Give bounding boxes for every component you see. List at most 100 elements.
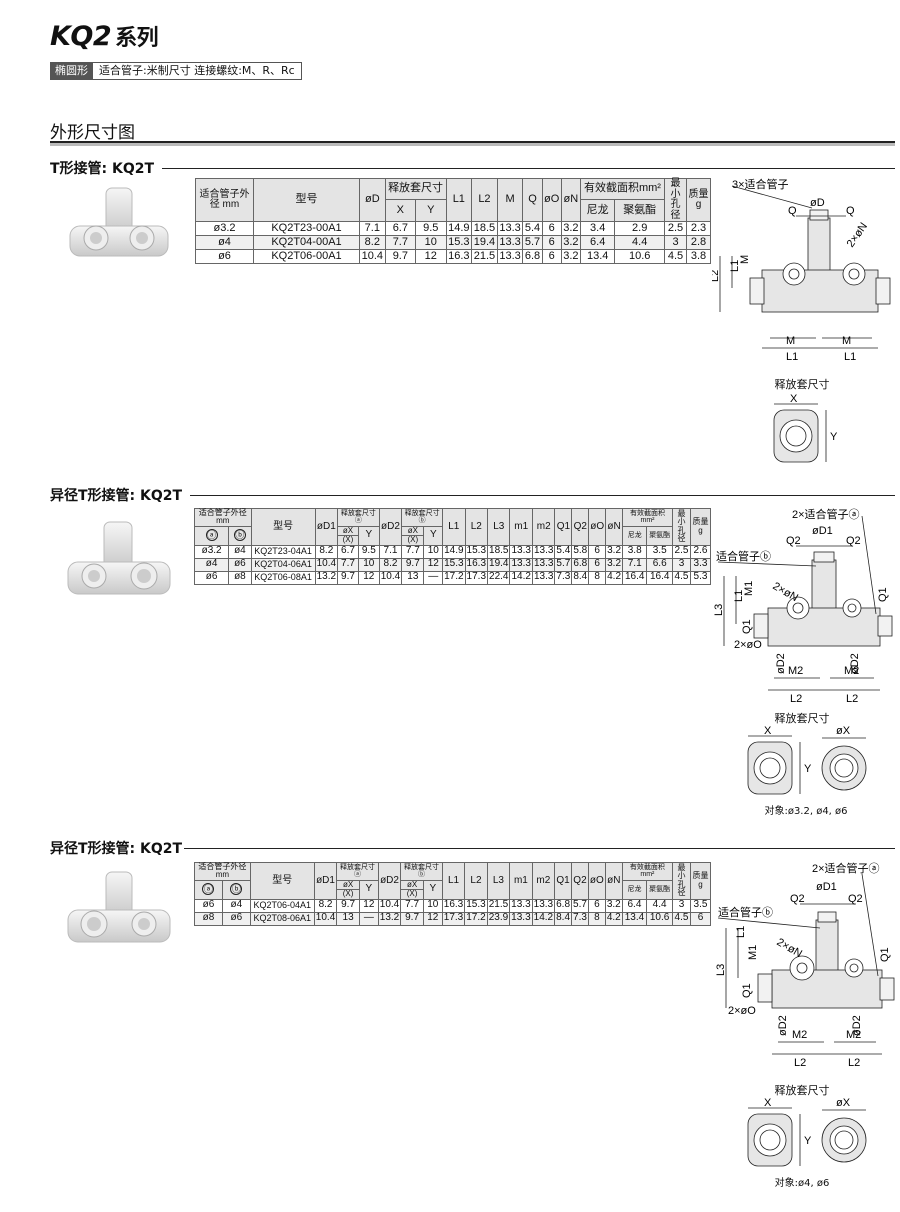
dwg1-n-label: 2×øN [845, 221, 870, 250]
sec2-release-drawing: X Y øX [747, 726, 867, 795]
dwg2-m1: M1 [743, 581, 755, 596]
dwg3-d2-right: øD2 [851, 1015, 863, 1036]
th3-q1: Q1 [554, 862, 573, 900]
cell-xa: 9.7 [336, 898, 360, 913]
th3-d2: øD2 [377, 862, 402, 900]
dwg2-tube-a: 2×适合管子ⓐ [792, 507, 860, 521]
th3-rel-b: 释放套尺寸ⓑ [400, 862, 443, 881]
cell-a: ø8 [194, 911, 223, 926]
cell-xa: 13 [336, 911, 360, 926]
dwg1-l2-label: L2 [712, 270, 721, 282]
th-x: X [384, 199, 417, 222]
cell-pu: 16.4 [646, 570, 673, 585]
cell-tube: ø6 [195, 249, 254, 264]
th3-d1: øD1 [313, 862, 338, 900]
cell-xb: 9.7 [400, 911, 424, 926]
dwg2-q1: Q1 [877, 587, 889, 602]
cell-bore: 4.5 [672, 570, 691, 585]
sec2-release-caption: 释放套尺寸 [774, 712, 830, 725]
th3-xa-paren: (X) [336, 889, 360, 900]
cell-m1: 13.3 [509, 557, 533, 572]
cell-bore: 3 [664, 235, 687, 250]
cell-pu: 4.4 [646, 898, 673, 913]
sec1-spec-table: 适合管子外径 mm 型号 øD 释放套尺寸 L1 L2 M Q øO øN 有效… [195, 178, 711, 264]
dwg2-o: 2×øO [734, 639, 762, 651]
cell-xb: 7.7 [400, 898, 424, 913]
cell-q1: 5.7 [554, 557, 573, 572]
cell-l2: 16.3 [464, 557, 489, 572]
sec3-heading: 异径T形接管: KQ2T [50, 838, 895, 858]
cell-d: 7.1 [359, 221, 386, 236]
dwg2-q2-right: Q2 [846, 535, 861, 547]
th-tube: 适合管子外径 mm [195, 178, 254, 222]
cell-o: 8 [587, 911, 606, 926]
cell-ya: 12 [357, 570, 380, 585]
cell-bore: 2.5 [672, 544, 691, 559]
cell-nylon: 3.8 [622, 544, 648, 559]
sec1-release-drawing: X Y [773, 394, 838, 463]
cell-pu: 3.5 [646, 544, 673, 559]
cell-bore: 3 [672, 557, 691, 572]
th-mass: 质量 g [686, 178, 711, 222]
cell-yb: 12 [423, 557, 444, 572]
cell-q: 5.4 [522, 221, 543, 236]
dwg3-q2-left: Q2 [790, 893, 805, 905]
cell-m2: 13.3 [531, 898, 556, 913]
sec2-heading: 异径T形接管: KQ2T [50, 485, 895, 505]
dwg2-d1: øD1 [812, 525, 833, 537]
cell-d1: 10.4 [314, 557, 339, 572]
dwg1-m-bottom-right: M [842, 335, 851, 347]
th-release: 释放套尺寸 [384, 178, 447, 200]
circle-b-icon: ⓑ [233, 529, 246, 542]
dwg3-q2-right: Q2 [848, 893, 863, 905]
heading-rule [190, 494, 895, 496]
cell-nylon: 6.4 [579, 235, 616, 250]
cell-mass: 6 [690, 911, 711, 926]
dwg2-l1: L1 [733, 590, 745, 602]
th2-l1: L1 [442, 508, 466, 546]
cell-nylon: 3.4 [579, 221, 616, 236]
sec2-heading-text: 异径T形接管: KQ2T [50, 488, 183, 504]
cell-n: 3.2 [605, 544, 624, 559]
th3-tube: 适合管子外径mm [194, 862, 251, 881]
dwg2-d2-right: øD2 [849, 653, 861, 674]
product-photo-tee [69, 187, 169, 257]
circle-a-icon: ⓐ [205, 529, 218, 542]
dwg3-l1: L1 [735, 926, 747, 938]
cell-n: 3.2 [560, 235, 581, 250]
cell-d1: 13.2 [314, 570, 339, 585]
cell-model: KQ2T06-04A1 [249, 898, 315, 913]
cell-l3: 23.9 [486, 911, 511, 926]
series-suffix: 系列 [115, 26, 159, 51]
cell-o: 6 [541, 249, 562, 264]
dwg1-l1-label: L1 [729, 260, 741, 272]
cell-q: 6.8 [522, 249, 543, 264]
th3-bore: 最小孔径 [672, 862, 691, 900]
cell-m2: 13.3 [531, 557, 556, 572]
cell-m1: 13.3 [509, 544, 533, 559]
cell-pu: 4.4 [614, 235, 665, 250]
th3-yb: Y [422, 879, 443, 900]
th2-bore: 最小孔径 [672, 508, 691, 546]
th2-rel-a: 释放套尺寸ⓐ [337, 508, 380, 527]
cell-d2: 7.1 [378, 544, 403, 559]
dwg3-tube-a: 2×适合管子ⓐ [812, 861, 880, 875]
cell-o: 6 [588, 544, 607, 559]
cell-d2: 10.4 [377, 898, 402, 913]
product-photo-reducing-tee [67, 521, 171, 595]
cell-b: ø6 [228, 557, 252, 572]
dwg3-o: 2×øO [728, 1005, 756, 1017]
dwg2-q1-side: Q1 [741, 619, 753, 634]
cell-l3: 22.4 [487, 570, 511, 585]
th3-xb-paren: (X) [400, 889, 424, 900]
cell-q1: 8.4 [554, 911, 573, 926]
cell-nylon: 7.1 [622, 557, 648, 572]
dwg1-m-bottom-left: M [786, 335, 795, 347]
circle-a-icon: ⓐ [202, 883, 215, 896]
th2-ya: Y [357, 525, 380, 546]
cell-l2: 17.2 [464, 911, 488, 926]
